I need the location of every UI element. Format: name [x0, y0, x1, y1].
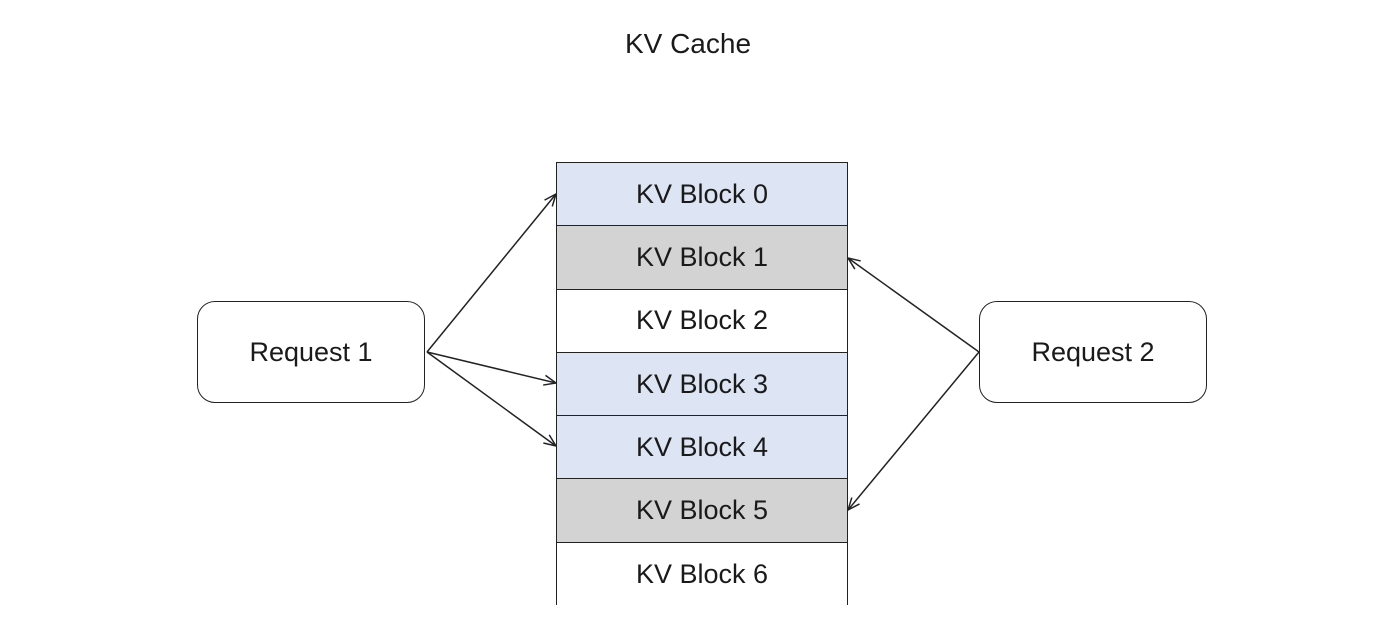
request-2-label: Request 2 — [1031, 336, 1155, 367]
kv-block-1-label: KV Block 1 — [635, 241, 769, 272]
diagram-title: KV Cache — [624, 28, 752, 59]
kv-block-4: KV Block 4 — [557, 416, 847, 480]
kv-block-2-label: KV Block 2 — [635, 305, 769, 336]
kv-block-6-label: KV Block 6 — [635, 558, 769, 589]
kv-block-4-label: KV Block 4 — [635, 431, 769, 462]
kv-block-5: KV Block 5 — [557, 479, 847, 543]
arrow-request-1-to-block-4 — [426, 351, 556, 446]
kv-cache-stack: KV Block 0 KV Block 1 KV Block 2 KV Bloc… — [556, 162, 848, 607]
kv-block-5-label: KV Block 5 — [635, 495, 769, 526]
arrow-request-1-to-block-0 — [426, 194, 556, 353]
request-1-label: Request 1 — [249, 336, 373, 367]
kv-block-2: KV Block 2 — [557, 289, 847, 353]
arrow-request-1-to-block-3 — [426, 351, 556, 383]
kv-block-1: KV Block 1 — [557, 226, 847, 290]
kv-block-0: KV Block 0 — [557, 163, 847, 227]
kv-block-3-label: KV Block 3 — [635, 368, 769, 399]
kv-block-3: KV Block 3 — [557, 352, 847, 417]
arrow-request-2-to-block-5 — [848, 351, 980, 510]
request-2-box: Request 2 — [979, 301, 1207, 403]
kv-block-0-label: KV Block 0 — [635, 178, 769, 209]
arrow-request-2-to-block-1 — [848, 258, 980, 353]
request-1-box: Request 1 — [197, 301, 425, 403]
kv-block-6: KV Block 6 — [557, 542, 847, 607]
